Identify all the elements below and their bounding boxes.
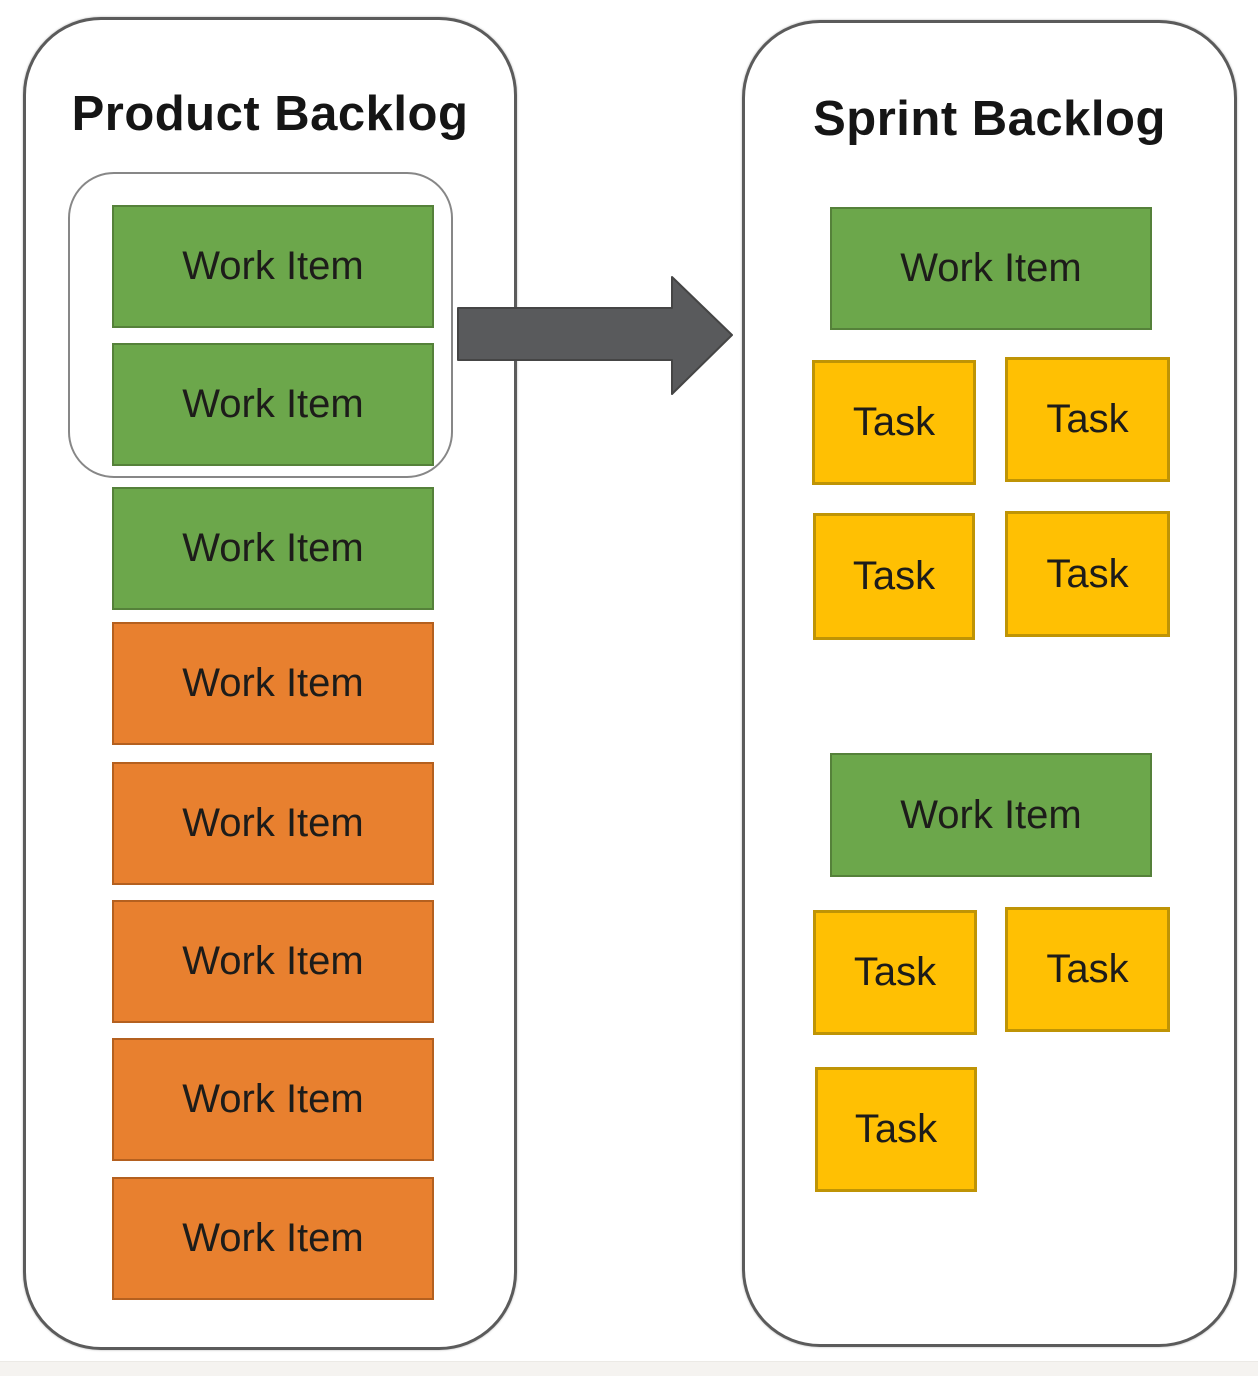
task-label: Task [853,950,937,994]
bottom-edge-strip [0,1361,1258,1376]
task-card: Task [1005,357,1170,482]
work-item-card: Work Item [112,1177,434,1300]
task-card: Task [815,1067,977,1192]
work-item-label: Work Item [182,526,364,570]
task-label: Task [852,554,936,598]
selected-work-items-group-outline [68,172,453,478]
task-label: Task [1046,947,1129,991]
sprint-backlog-title: Sprint Backlog [813,92,1166,146]
task-card: Task [813,910,977,1035]
work-item-label: Work Item [182,939,364,983]
work-item-card: Work Item [830,207,1152,330]
task-label: Task [852,400,936,444]
sprint-backlog-panel: Sprint Backlog Work Item Task Task Task … [742,20,1237,1347]
work-item-card: Work Item [112,900,434,1023]
work-item-card: Work Item [112,762,434,885]
task-label: Task [1046,397,1129,441]
work-item-label: Work Item [900,246,1082,290]
product-backlog-title: Product Backlog [71,87,469,141]
right-arrow-icon [457,276,733,395]
work-item-label: Work Item [182,801,364,845]
work-item-card: Work Item [112,205,434,328]
work-item-label: Work Item [182,1216,364,1260]
task-label: Task [1046,551,1129,596]
work-item-label: Work Item [182,244,364,288]
task-label: Task [854,1107,938,1151]
work-item-label: Work Item [182,661,364,705]
work-item-card: Work Item [112,487,434,610]
work-item-card: Work Item [112,1038,434,1161]
work-item-card: Work Item [830,753,1152,877]
product-backlog-panel: Product Backlog Work Item Work Item Work… [23,17,517,1350]
work-item-label: Work Item [182,1077,364,1121]
task-card: Task [1005,907,1170,1032]
work-item-label: Work Item [182,382,364,426]
task-card: Task [812,360,976,485]
task-card: Task [813,513,975,640]
work-item-card: Work Item [112,622,434,745]
work-item-card: Work Item [112,343,434,466]
task-card: Task [1005,511,1170,637]
work-item-label: Work Item [900,792,1082,837]
